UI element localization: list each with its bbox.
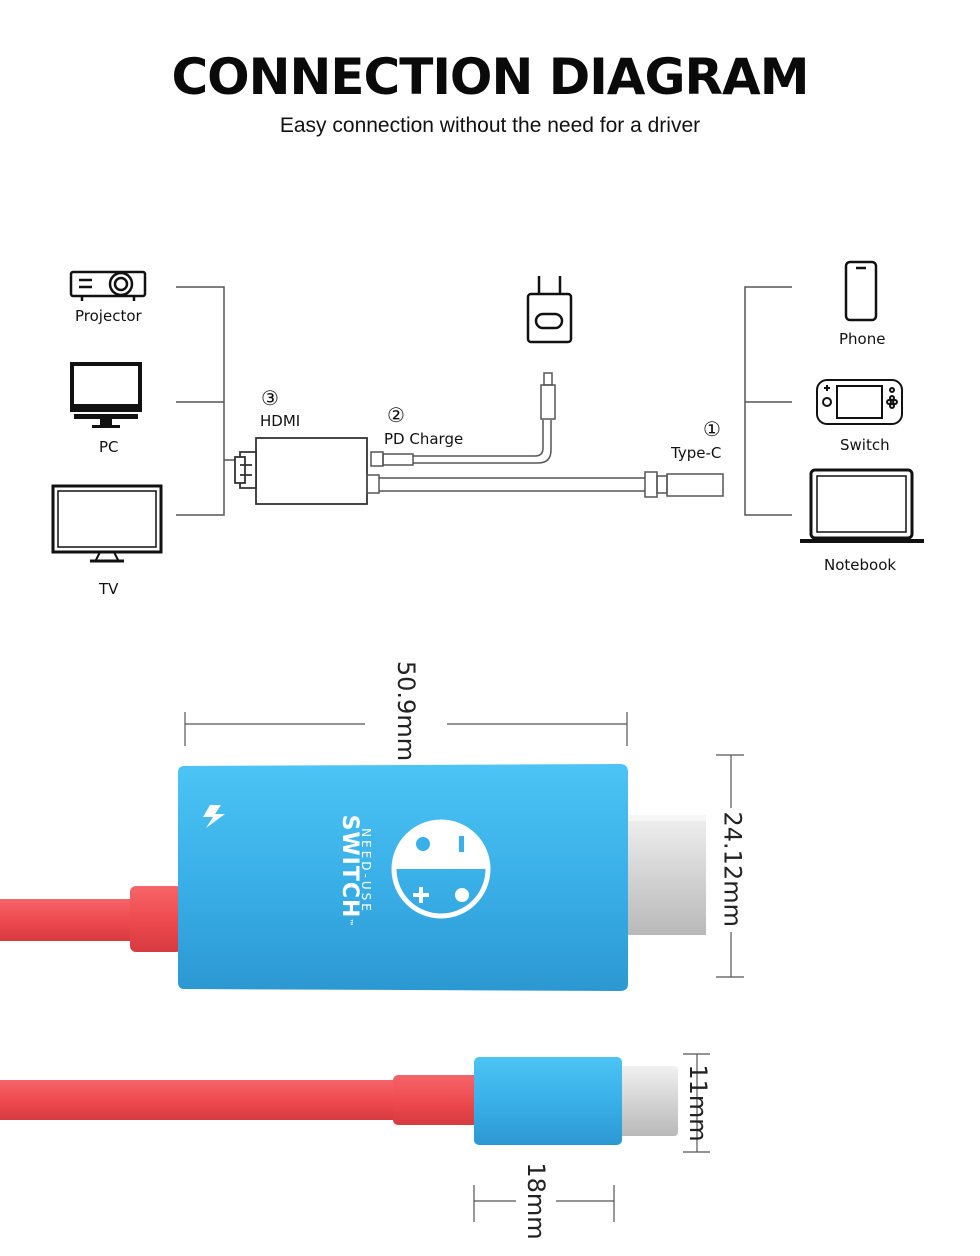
typec-label: Type-C — [671, 444, 722, 462]
hdmi-label: HDMI — [260, 412, 301, 430]
brand-text: NEED-USE SWITCH™ — [337, 811, 373, 931]
upper-red-cable — [0, 899, 132, 941]
hdmi-number: ③ — [261, 386, 279, 410]
charger-icon — [526, 276, 573, 344]
upper-red-strain-relief — [130, 886, 182, 952]
height-dimension-line — [716, 754, 744, 978]
pc-icon — [70, 362, 142, 428]
page-title: CONNECTION DIAGRAM — [171, 48, 809, 106]
pd-charge-label: PD Charge — [384, 430, 464, 448]
typec-height-dimension-line — [683, 1053, 710, 1153]
tv-icon — [51, 484, 163, 563]
width-dimension-line — [184, 712, 628, 746]
right-bracket — [744, 286, 792, 516]
typec-metal-plug — [618, 1066, 678, 1136]
height-dimension-label: 24.12mm — [718, 811, 747, 927]
pd-charge-number: ② — [387, 403, 405, 427]
projector-icon — [69, 270, 147, 301]
brand-main-text: SWITCH™ — [337, 814, 362, 928]
typec-blue-body — [474, 1057, 622, 1145]
hdmi-adapter-outline — [234, 437, 368, 505]
lower-red-cable — [0, 1080, 400, 1120]
pd-cable — [370, 372, 556, 467]
notebook-icon — [800, 468, 924, 543]
main-cable — [366, 471, 724, 498]
switch-console-icon — [816, 379, 903, 425]
projector-label: Projector — [75, 307, 142, 325]
switch-label: Switch — [840, 436, 890, 454]
switch-logo-icon — [391, 819, 491, 919]
pc-label: PC — [99, 438, 119, 456]
typec-width-dimension-label: 18mm — [522, 1162, 550, 1240]
page-subtitle: Easy connection without the need for a d… — [279, 114, 701, 137]
phone-icon — [844, 260, 878, 322]
typec-number: ① — [703, 417, 721, 441]
lower-red-strain-relief — [393, 1075, 483, 1125]
hdmi-blue-body — [178, 764, 628, 991]
hdmi-metal-plug — [626, 815, 706, 935]
phone-label: Phone — [839, 330, 886, 348]
width-dimension-label: 50.9mm — [392, 660, 420, 762]
typec-width-dimension-line — [473, 1185, 615, 1222]
notebook-label: Notebook — [824, 556, 897, 574]
typec-height-dimension-label: 11mm — [684, 1064, 712, 1142]
lightning-icon — [203, 805, 225, 828]
tv-label: TV — [99, 580, 119, 598]
